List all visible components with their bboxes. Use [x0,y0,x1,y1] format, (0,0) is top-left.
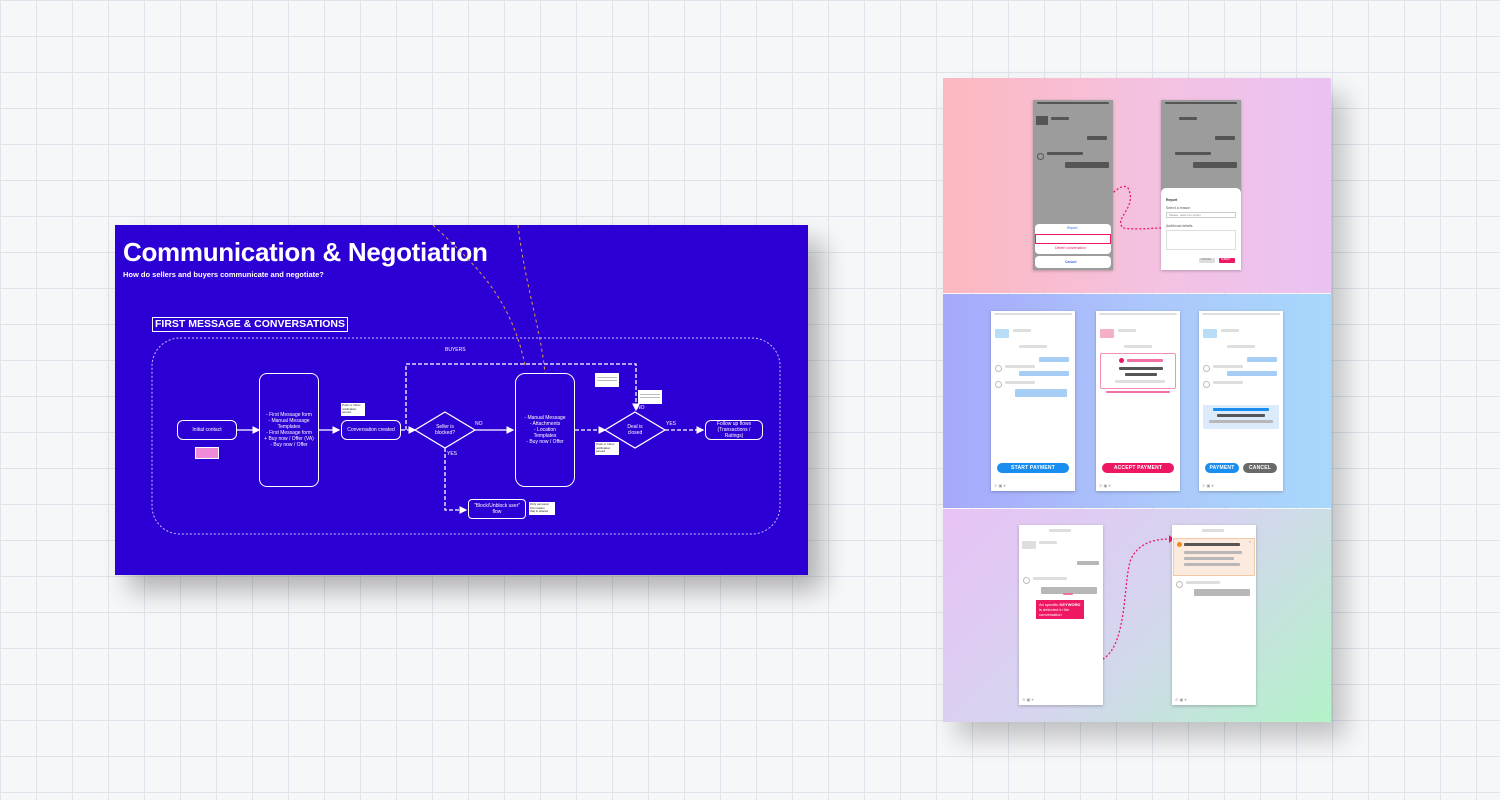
sheet-option-delete[interactable]: Delete conversation [1055,246,1086,250]
band-report-flow: Report Delete conversation Cancel Report… [943,78,1331,293]
node-block-flow: "Block/Unblock user" flow [468,499,526,519]
link-curve-2 [517,225,546,374]
report-cancel-button[interactable]: CANCEL [1199,258,1215,263]
report-reason-placeholder: Please, select an option [1169,213,1201,217]
buyers-group-frame [151,337,781,535]
flow-diagram-board: Communication & Negotiation How do selle… [115,225,808,575]
composer-icons: ⊙ ▣ ⌖ [994,483,1006,488]
report-details-textarea[interactable] [1166,230,1236,250]
decision-deal-closed [603,411,667,449]
node-conversation-created: Conversation created [341,420,401,440]
node-first-message: - First Message form - Manual Message Te… [259,373,319,487]
sticky-note-white-1 [595,373,619,387]
flow-connectors [151,225,781,535]
report-details-label: Additional details [1166,224,1193,228]
cancel-payment-button[interactable]: CANCEL [1243,463,1277,473]
note-notification-1: Push or Inbox notification served [341,403,365,416]
phone-start-payment: START PAYMENT ⊙ ▣ ⌖ [991,311,1075,491]
section-title: FIRST MESSAGE & CONVERSATIONS [152,317,348,332]
label-deal-closed: Deal is closed [627,424,643,436]
payment-button[interactable]: PAYMENT [1205,463,1239,473]
link-curve-1 [432,225,526,366]
band-keyword-flow: ⊙ ▣ ⌖ An specific KEYWORD is detected in… [943,509,1331,722]
keyword-callout: An specific KEYWORD is detected in the c… [1036,600,1084,619]
group-label: BUYERS [445,347,466,353]
board-subtitle: How do sellers and buyers communicate an… [123,270,324,279]
report-reason-select[interactable]: Please, select an option [1166,212,1236,218]
phone-payment-options: PAYMENT CANCEL ⊙ ▣ ⌖ [1199,311,1283,491]
keyword-arrow [1062,535,1174,667]
edge-no-2: NO [637,405,645,411]
accept-payment-button[interactable]: ACCEPT PAYMENT [1102,463,1174,473]
sheet-option-report[interactable]: Report [1067,226,1078,230]
node-manual-message: - Manual Message - Attachments - Locatio… [515,373,575,487]
payment-info-card [1203,405,1279,429]
start-payment-button[interactable]: START PAYMENT [997,463,1069,473]
label-seller-blocked: Seller is blocked? [434,424,455,436]
phone-keyword-warning: × ⊙ ▣ ⌖ [1172,525,1256,705]
note-notification-2: Push or Inbox notification served [595,442,619,455]
report-reason-label: Select a reason [1166,206,1191,210]
sticky-note-white-2 [638,390,662,404]
payment-request-card [1100,353,1176,389]
phone-accept-payment: ACCEPT PAYMENT ⊙ ▣ ⌖ [1096,311,1180,491]
node-initial-contact: Initial contact [177,420,237,440]
decision-seller-blocked [413,411,477,449]
sheet-cancel-button[interactable]: Cancel [1065,260,1077,264]
phone-report-sheet: Report Delete conversation Cancel [1033,100,1113,270]
phone-report-form: Report Select a reason Please, select an… [1161,100,1241,270]
sticky-note-pink [195,447,219,459]
screens-panel: Report Delete conversation Cancel Report… [943,78,1331,722]
band-payment-flow: START PAYMENT ⊙ ▣ ⌖ ACCEPT PAYMENT ⊙ ▣ ⌖ [943,294,1331,508]
report-form-title: Report [1166,198,1178,202]
keyword-warning-card: × [1173,538,1255,576]
close-icon[interactable]: × [1248,540,1251,544]
note-personal-info: Only personal information that is shared [529,502,555,515]
edge-yes-1: YES [447,451,458,457]
edge-no-1: NO [475,421,483,427]
warning-icon [1177,542,1182,547]
board-title: Communication & Negotiation [123,237,488,267]
node-follow-up: Follow up flows (Transactions / Ratings) [705,420,763,440]
report-arrow [1070,185,1166,241]
report-submit-button[interactable]: SUBMIT [1219,258,1235,263]
edge-yes-2: YES [666,421,677,427]
